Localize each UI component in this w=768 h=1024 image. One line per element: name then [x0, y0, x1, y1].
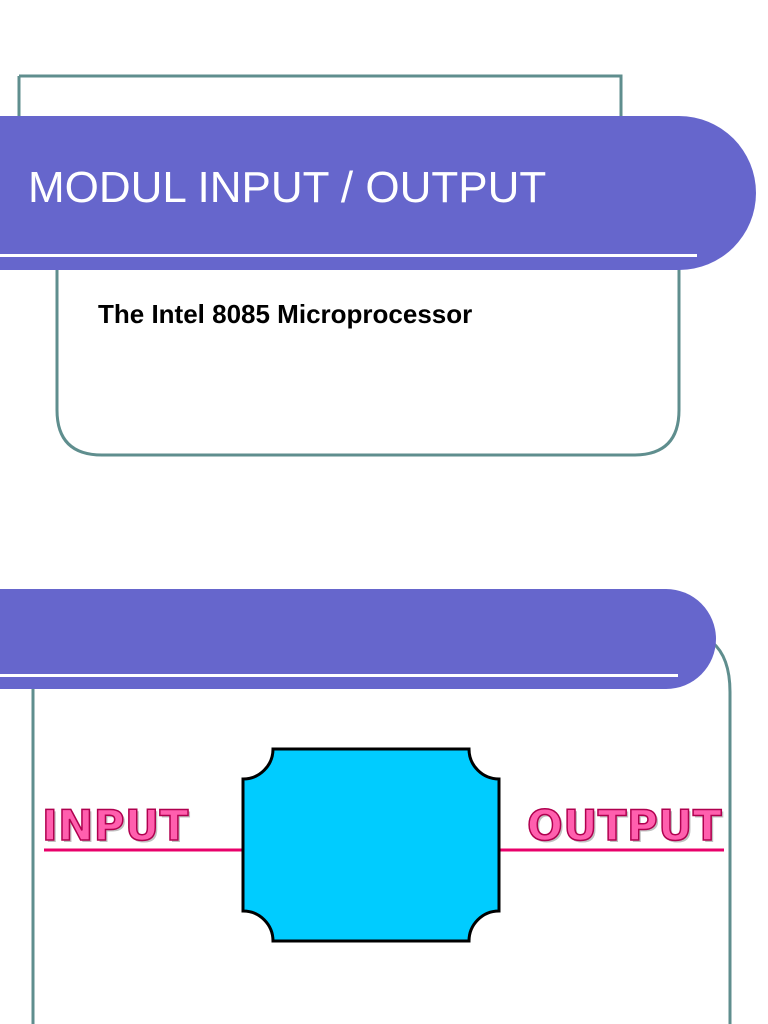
input-label: INPUT — [41, 801, 189, 851]
slide-subtitle: The Intel 8085 Microprocessor — [98, 299, 473, 329]
title-banner: MODUL INPUT / OUTPUT — [0, 116, 756, 270]
title-slide: MODUL INPUT / OUTPUT The Intel 8085 Micr… — [0, 74, 756, 457]
processor-block — [241, 747, 501, 943]
banner-underline — [0, 674, 678, 677]
section-banner — [0, 589, 716, 689]
io-diagram-slide: INPUT OUTPUT — [0, 512, 768, 1024]
io-block-diagram — [44, 747, 724, 943]
banner-underline — [0, 254, 697, 257]
output-label: OUTPUT — [526, 801, 722, 851]
slide-title: MODUL INPUT / OUTPUT — [28, 163, 547, 212]
